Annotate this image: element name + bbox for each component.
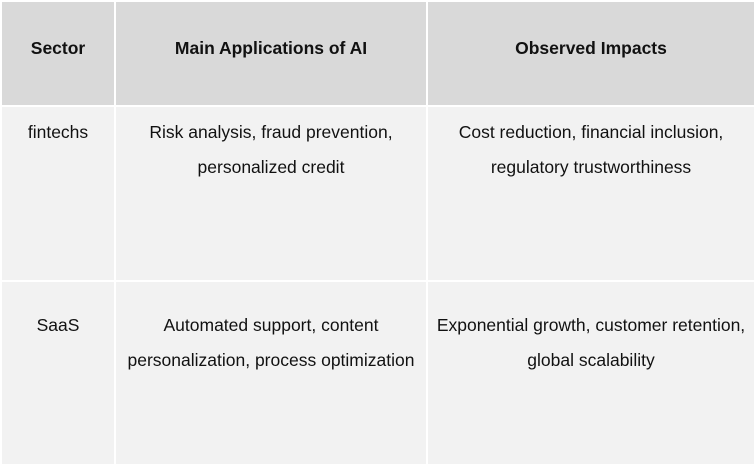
cell-impacts: Exponential growth, customer retention, … [426,280,754,466]
header-impacts: Observed Impacts [426,0,754,107]
header-sector: Sector [0,0,116,107]
table-row: fintechs Risk analysis, fraud prevention… [0,105,754,282]
cell-sector: fintechs [0,105,116,282]
cell-sector: SaaS [0,280,116,466]
cell-applications: Automated support, content personalizati… [114,280,428,466]
header-row: Sector Main Applications of AI Observed … [0,0,754,107]
table-row: SaaS Automated support, content personal… [0,280,754,466]
cell-impacts: Cost reduction, financial inclusion, reg… [426,105,754,282]
cell-applications: Risk analysis, fraud prevention, persona… [114,105,428,282]
header-applications: Main Applications of AI [114,0,428,107]
